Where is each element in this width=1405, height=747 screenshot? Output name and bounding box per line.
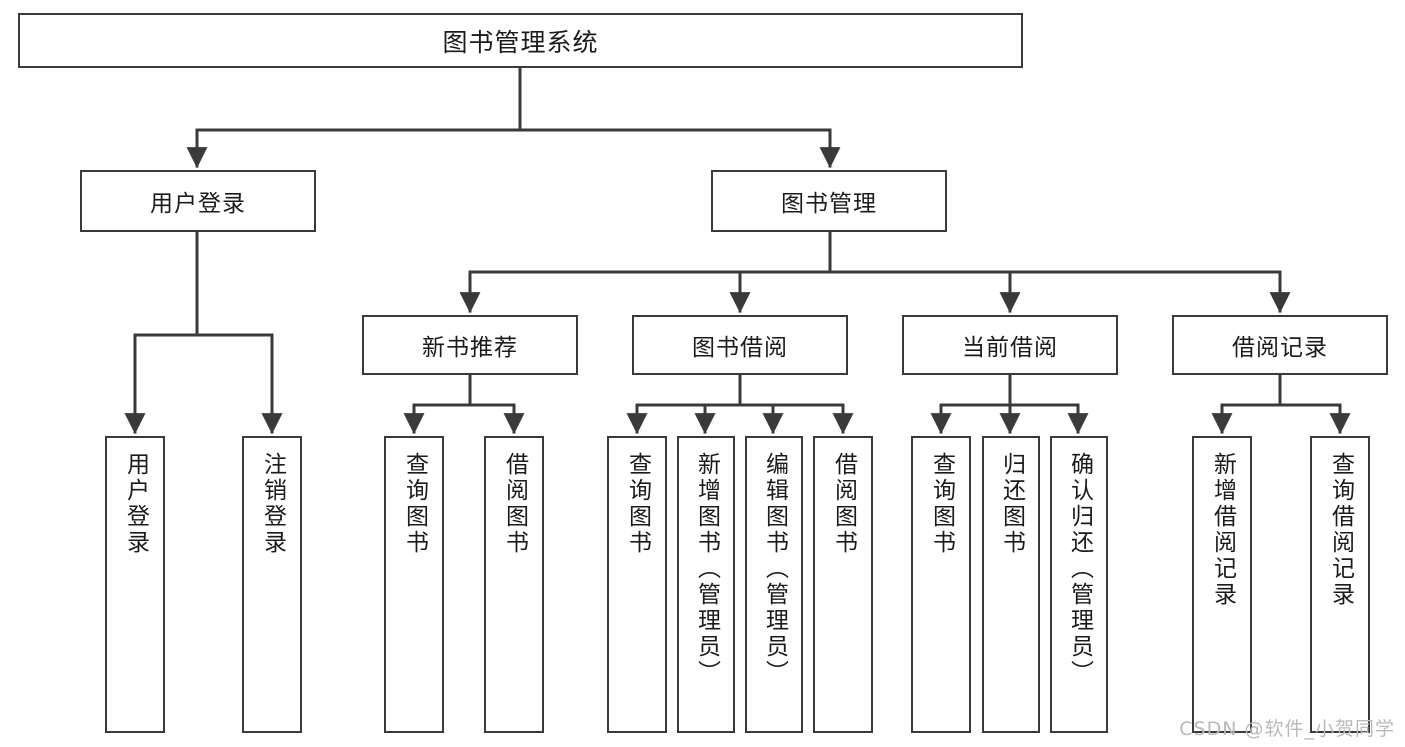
leaf-borrow-books-borrowing[interactable]: 借阅图书 xyxy=(813,436,873,733)
node-new-book-recommendation[interactable]: 新书推荐 xyxy=(362,315,578,375)
node-label: 图书管理系统 xyxy=(442,27,599,57)
leaf-label: 借阅图书 xyxy=(830,452,857,556)
node-label: 用户登录 xyxy=(150,191,246,217)
leaf-add-borrow-record[interactable]: 新增借阅记录 xyxy=(1192,436,1252,733)
leaf-label: 查询图书 xyxy=(624,452,651,556)
leaf-label: 归还图书 xyxy=(998,452,1025,556)
leaf-query-books-recommendation[interactable]: 查询图书 xyxy=(384,436,444,733)
node-book-management[interactable]: 图书管理 xyxy=(711,170,947,232)
node-label: 借阅记录 xyxy=(1232,335,1328,361)
node-user-login[interactable]: 用户登录 xyxy=(80,170,316,232)
leaf-query-books-borrowing[interactable]: 查询图书 xyxy=(607,436,667,733)
node-book-borrowing[interactable]: 图书借阅 xyxy=(632,315,848,375)
leaf-label: 编辑图书（管理员） xyxy=(761,452,788,686)
node-current-borrowing[interactable]: 当前借阅 xyxy=(902,315,1118,375)
leaf-add-book-admin[interactable]: 新增图书（管理员） xyxy=(677,436,735,733)
leaf-confirm-return-admin[interactable]: 确认归还（管理员） xyxy=(1050,436,1108,733)
node-borrowing-record[interactable]: 借阅记录 xyxy=(1172,315,1388,375)
leaf-label: 确认归还（管理员） xyxy=(1066,452,1093,686)
node-label: 图书借阅 xyxy=(692,335,788,361)
leaf-label: 查询借阅记录 xyxy=(1327,452,1354,608)
leaf-label: 查询图书 xyxy=(401,452,428,556)
leaf-user-login[interactable]: 用户登录 xyxy=(105,436,165,733)
leaf-logout[interactable]: 注销登录 xyxy=(242,436,302,733)
csdn-watermark: CSDN @软件_小贺同学 xyxy=(1179,718,1395,740)
leaf-edit-book-admin[interactable]: 编辑图书（管理员） xyxy=(745,436,803,733)
leaf-query-books-current[interactable]: 查询图书 xyxy=(911,436,971,733)
leaf-label: 用户登录 xyxy=(122,452,149,556)
leaf-label: 新增借阅记录 xyxy=(1209,452,1236,608)
node-label: 新书推荐 xyxy=(422,335,518,361)
node-label: 图书管理 xyxy=(781,191,877,217)
leaf-label: 注销登录 xyxy=(259,452,286,556)
leaf-label: 查询图书 xyxy=(928,452,955,556)
leaf-borrow-books-recommendation[interactable]: 借阅图书 xyxy=(484,436,544,733)
leaf-return-books[interactable]: 归还图书 xyxy=(982,436,1040,733)
leaf-label: 借阅图书 xyxy=(501,452,528,556)
leaf-query-borrow-record[interactable]: 查询借阅记录 xyxy=(1310,436,1370,733)
node-label: 当前借阅 xyxy=(962,335,1058,361)
leaf-label: 新增图书（管理员） xyxy=(693,452,720,686)
node-root-book-management-system[interactable]: 图书管理系统 xyxy=(18,13,1023,68)
